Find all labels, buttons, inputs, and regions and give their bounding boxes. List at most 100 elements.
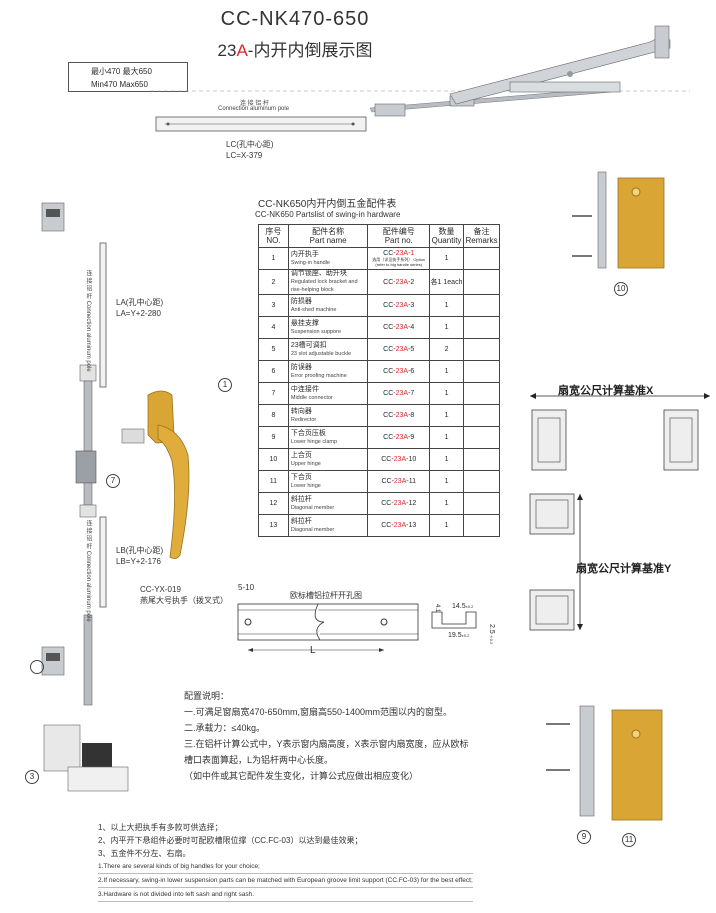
callout-3: 3 (25, 770, 39, 784)
pole-lb-caption: 连 接 铝 杆 Connection aluminum pole (84, 520, 92, 622)
stay-bracket (654, 25, 670, 59)
row-remark (463, 247, 500, 270)
stay-slider (509, 81, 621, 93)
connector-lower-rail (83, 482, 93, 506)
lower-rail (83, 614, 93, 706)
row-code: CC-23A-6 (367, 360, 431, 383)
sash-y-profile-top-inner (535, 499, 569, 529)
row-qty: 各1 1each (429, 269, 465, 295)
row-code: CC-23A-12 (367, 492, 431, 515)
connector-bottom-cap (79, 504, 97, 518)
sash-y-profile-bottom-inner (535, 595, 569, 625)
row-code: CC-23A-7 (367, 382, 431, 405)
row-remark (463, 294, 500, 317)
parts-table-title-cn: CC-NK650内开内倒五金配件表 (258, 199, 397, 210)
handle-name: 燕尾大号执手（拨叉式） (140, 596, 228, 605)
sash-y-profile-top (529, 493, 575, 535)
sash-x-profile-right (663, 409, 699, 471)
handle-lever (157, 424, 190, 559)
row-no: 8 (258, 404, 289, 427)
lc-label: LC(孔中心距) (226, 140, 274, 149)
row-remark (463, 404, 500, 427)
row-qty: 1 (429, 316, 465, 339)
row-remark (463, 382, 500, 405)
row-remark (463, 316, 500, 339)
row-code: CC-23A-4 (367, 316, 431, 339)
sash-y-label: 扇宽公尺计算基准Y (576, 563, 672, 575)
lb-label: LB(孔中心距) (116, 546, 164, 555)
row-code: CC-23A-13 (367, 514, 431, 537)
row-remark (463, 448, 500, 471)
hole-drawing (237, 603, 419, 652)
stay-pivot (567, 71, 573, 77)
row-qty: 1 (429, 360, 465, 383)
row-no: 3 (258, 294, 289, 317)
config-notes: 配置说明： 一.可满足窗扇宽470-650mm,窗扇高550-1400mm范围以… (184, 688, 469, 784)
subtitle-prefix: 23 (217, 41, 237, 60)
groove-dim-4-1: 4.1 (434, 604, 440, 613)
pole-top-hole-left (166, 122, 170, 126)
upper-hinge-hole (631, 187, 641, 197)
callout-10: 10 (614, 282, 628, 296)
hole-drawing-title: 欧标槽铝拉杆开孔图 (290, 591, 362, 600)
lock-bracket-bottom-slot (46, 653, 60, 661)
top-stay-arm-illustration (150, 25, 690, 117)
row-code: CC-23A-2 (367, 269, 431, 295)
sash-x-label: 扇宽公尺计算基准X (558, 385, 654, 397)
callout-7: 7 (106, 474, 120, 488)
la-label: LA(孔中心距) (116, 298, 164, 307)
pole-top-en: Connection aluminum pole (218, 106, 290, 112)
pole-lb-en: Connection aluminum pole (85, 550, 91, 622)
sash-y-arrow-bottom (577, 624, 583, 630)
notes-line: （如中件或其它配件发生变化，计算公式应做出相应变化） (184, 771, 419, 781)
sash-x-profile-left (531, 409, 567, 471)
row-code: CC-23A-3 (367, 294, 431, 317)
lower-hinge-clamp (67, 766, 129, 792)
upper-hinge-body (617, 177, 665, 269)
lock-bracket-top-slot (46, 209, 60, 217)
stay-upper-arm (449, 35, 671, 105)
row-qty: 1 (429, 247, 465, 270)
row-no: 1 (258, 247, 289, 270)
pole-la-caption: 连 接 铝 杆 Connection aluminum pole (84, 270, 92, 372)
row-remark (463, 338, 500, 361)
pole-top-cn: 连 接 铝 杆 (240, 101, 270, 107)
sash-y-profile-bottom (529, 589, 575, 631)
sash-x-arrow-left (530, 393, 536, 399)
row-no: 12 (258, 492, 289, 515)
middle-connector (75, 450, 97, 484)
handle-caption: CC-YX-019 燕尾大号执手（拨叉式） (140, 584, 228, 606)
row-qty: 1 (429, 426, 465, 449)
lower-hinge-body (611, 709, 663, 821)
sash-x-profile-left-inner (537, 417, 561, 463)
row-qty: 1 (429, 382, 465, 405)
pole-lb (99, 516, 107, 608)
pole-lb-cn: 连 接 铝 杆 (85, 520, 91, 550)
lower-hinge-illustration (546, 705, 663, 821)
row-no: 13 (258, 514, 289, 537)
footer-en-line: 2.If necessary, swing-in lower suspensio… (98, 874, 473, 888)
row-remark (463, 514, 500, 537)
size-range-cn: 最小470 最大650 (91, 67, 152, 76)
page-subtitle: 23A-内开内倒展示图 (0, 36, 590, 61)
row-qty: 1 (429, 514, 465, 537)
